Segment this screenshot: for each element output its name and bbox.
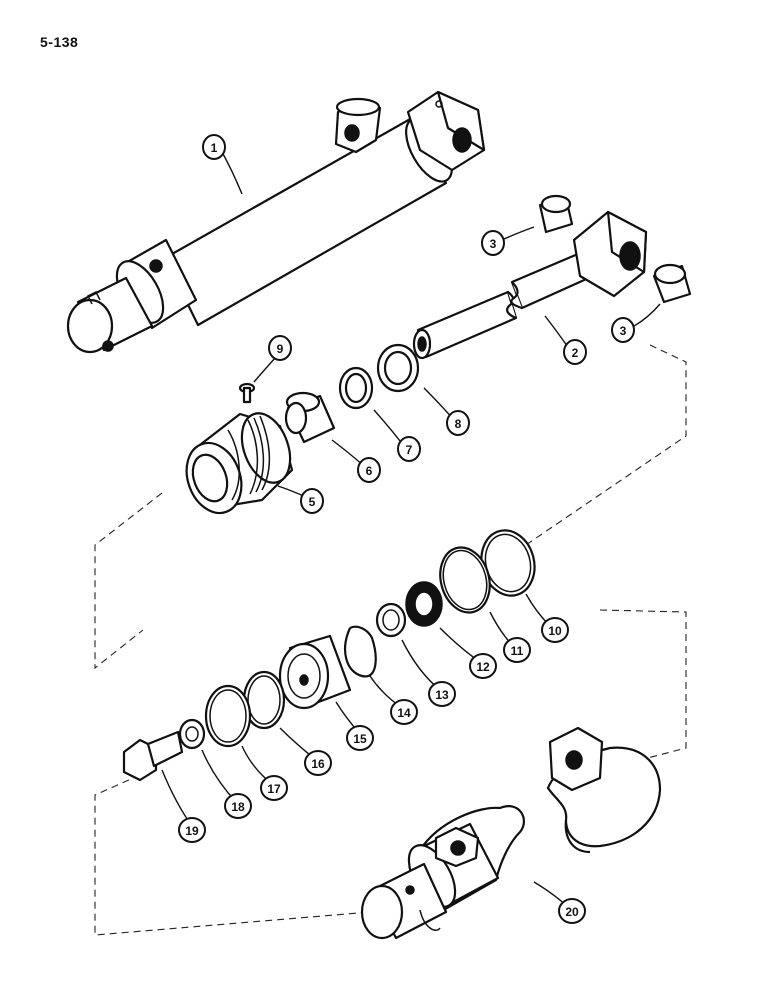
callout-3b: 3 <box>611 317 635 343</box>
callout-2: 2 <box>563 339 587 365</box>
callout-number: 16 <box>311 757 325 771</box>
part-18-washer <box>178 718 206 750</box>
part-16-o-ring <box>242 670 286 730</box>
callout-circle <box>469 653 497 679</box>
part-11-o-ring <box>439 546 491 614</box>
callout-number: 9 <box>277 342 284 356</box>
callout-circle <box>397 436 421 462</box>
callout-15: 15 <box>346 725 374 751</box>
callout-number: 3 <box>490 237 497 251</box>
part-3-bushing-lower <box>652 263 692 304</box>
callout-16: 16 <box>304 750 332 776</box>
part-1-cylinder-barrel <box>66 90 486 354</box>
callout-circle <box>481 230 505 256</box>
callout-12: 12 <box>469 653 497 679</box>
callout-number: 13 <box>435 688 449 702</box>
callout-8: 8 <box>446 410 470 436</box>
callout-circle <box>503 637 531 663</box>
callout-10: 10 <box>541 617 569 643</box>
callout-9: 9 <box>268 335 292 361</box>
callout-number: 6 <box>366 464 373 478</box>
callout-circle <box>428 681 456 707</box>
callout-13: 13 <box>428 681 456 707</box>
callout-1: 1 <box>202 134 226 160</box>
callout-circle <box>558 898 586 924</box>
part-3-bushing-upper <box>538 194 574 234</box>
callout-5: 5 <box>300 488 324 514</box>
callout-circle <box>304 750 332 776</box>
part-9-set-screw <box>238 382 256 404</box>
page-number: 5-138 <box>40 34 79 50</box>
callout-number: 19 <box>185 824 199 838</box>
callout-number: 18 <box>231 800 245 814</box>
callout-circle <box>178 817 206 843</box>
callout-circle <box>357 457 381 483</box>
callout-number: 17 <box>267 782 281 796</box>
callout-6: 6 <box>357 457 381 483</box>
part-5-gland <box>185 412 294 515</box>
part-19-bolt <box>122 730 184 782</box>
part-17-backup-ring <box>204 684 252 748</box>
callout-circle <box>563 339 587 365</box>
callout-17: 17 <box>260 775 288 801</box>
part-12-piston-seal <box>405 581 443 627</box>
callout-number: 1 <box>211 141 218 155</box>
callout-number: 14 <box>397 706 411 720</box>
callout-circle <box>260 775 288 801</box>
part-6-wear-sleeve <box>284 391 336 444</box>
callout-number: 20 <box>565 905 579 919</box>
callout-3a: 3 <box>481 230 505 256</box>
callout-circle <box>390 699 418 725</box>
callout-circle <box>224 793 252 819</box>
callout-11: 11 <box>503 637 531 663</box>
callout-14: 14 <box>390 699 418 725</box>
callout-circle <box>300 488 324 514</box>
callout-circle <box>611 317 635 343</box>
dashed-assembly-lines <box>94 344 687 936</box>
callout-number: 10 <box>548 624 562 638</box>
callout-number: 11 <box>511 644 524 658</box>
callout-number: 2 <box>572 346 579 360</box>
part-20-rod-end <box>360 726 662 940</box>
part-14-snap-ring <box>344 625 377 678</box>
callout-number: 7 <box>406 443 413 457</box>
part-2-piston-rod <box>412 210 648 360</box>
part-13-backup-washer <box>375 602 407 638</box>
callout-circle <box>202 134 226 160</box>
callout-circle <box>541 617 569 643</box>
callout-20: 20 <box>558 898 586 924</box>
callout-number: 5 <box>309 495 316 509</box>
callout-18: 18 <box>224 793 252 819</box>
part-7-rod-seal <box>338 366 374 410</box>
part-15-piston <box>278 634 352 710</box>
callout-19: 19 <box>178 817 206 843</box>
callout-number: 8 <box>455 417 462 431</box>
callout-number: 12 <box>476 660 490 674</box>
callout-number: 3 <box>620 324 627 338</box>
callout-circle <box>446 410 470 436</box>
callout-number: 15 <box>353 732 367 746</box>
part-8-wiper <box>376 343 420 393</box>
callout-7: 7 <box>397 436 421 462</box>
callout-circle <box>268 335 292 361</box>
callout-circle <box>346 725 374 751</box>
